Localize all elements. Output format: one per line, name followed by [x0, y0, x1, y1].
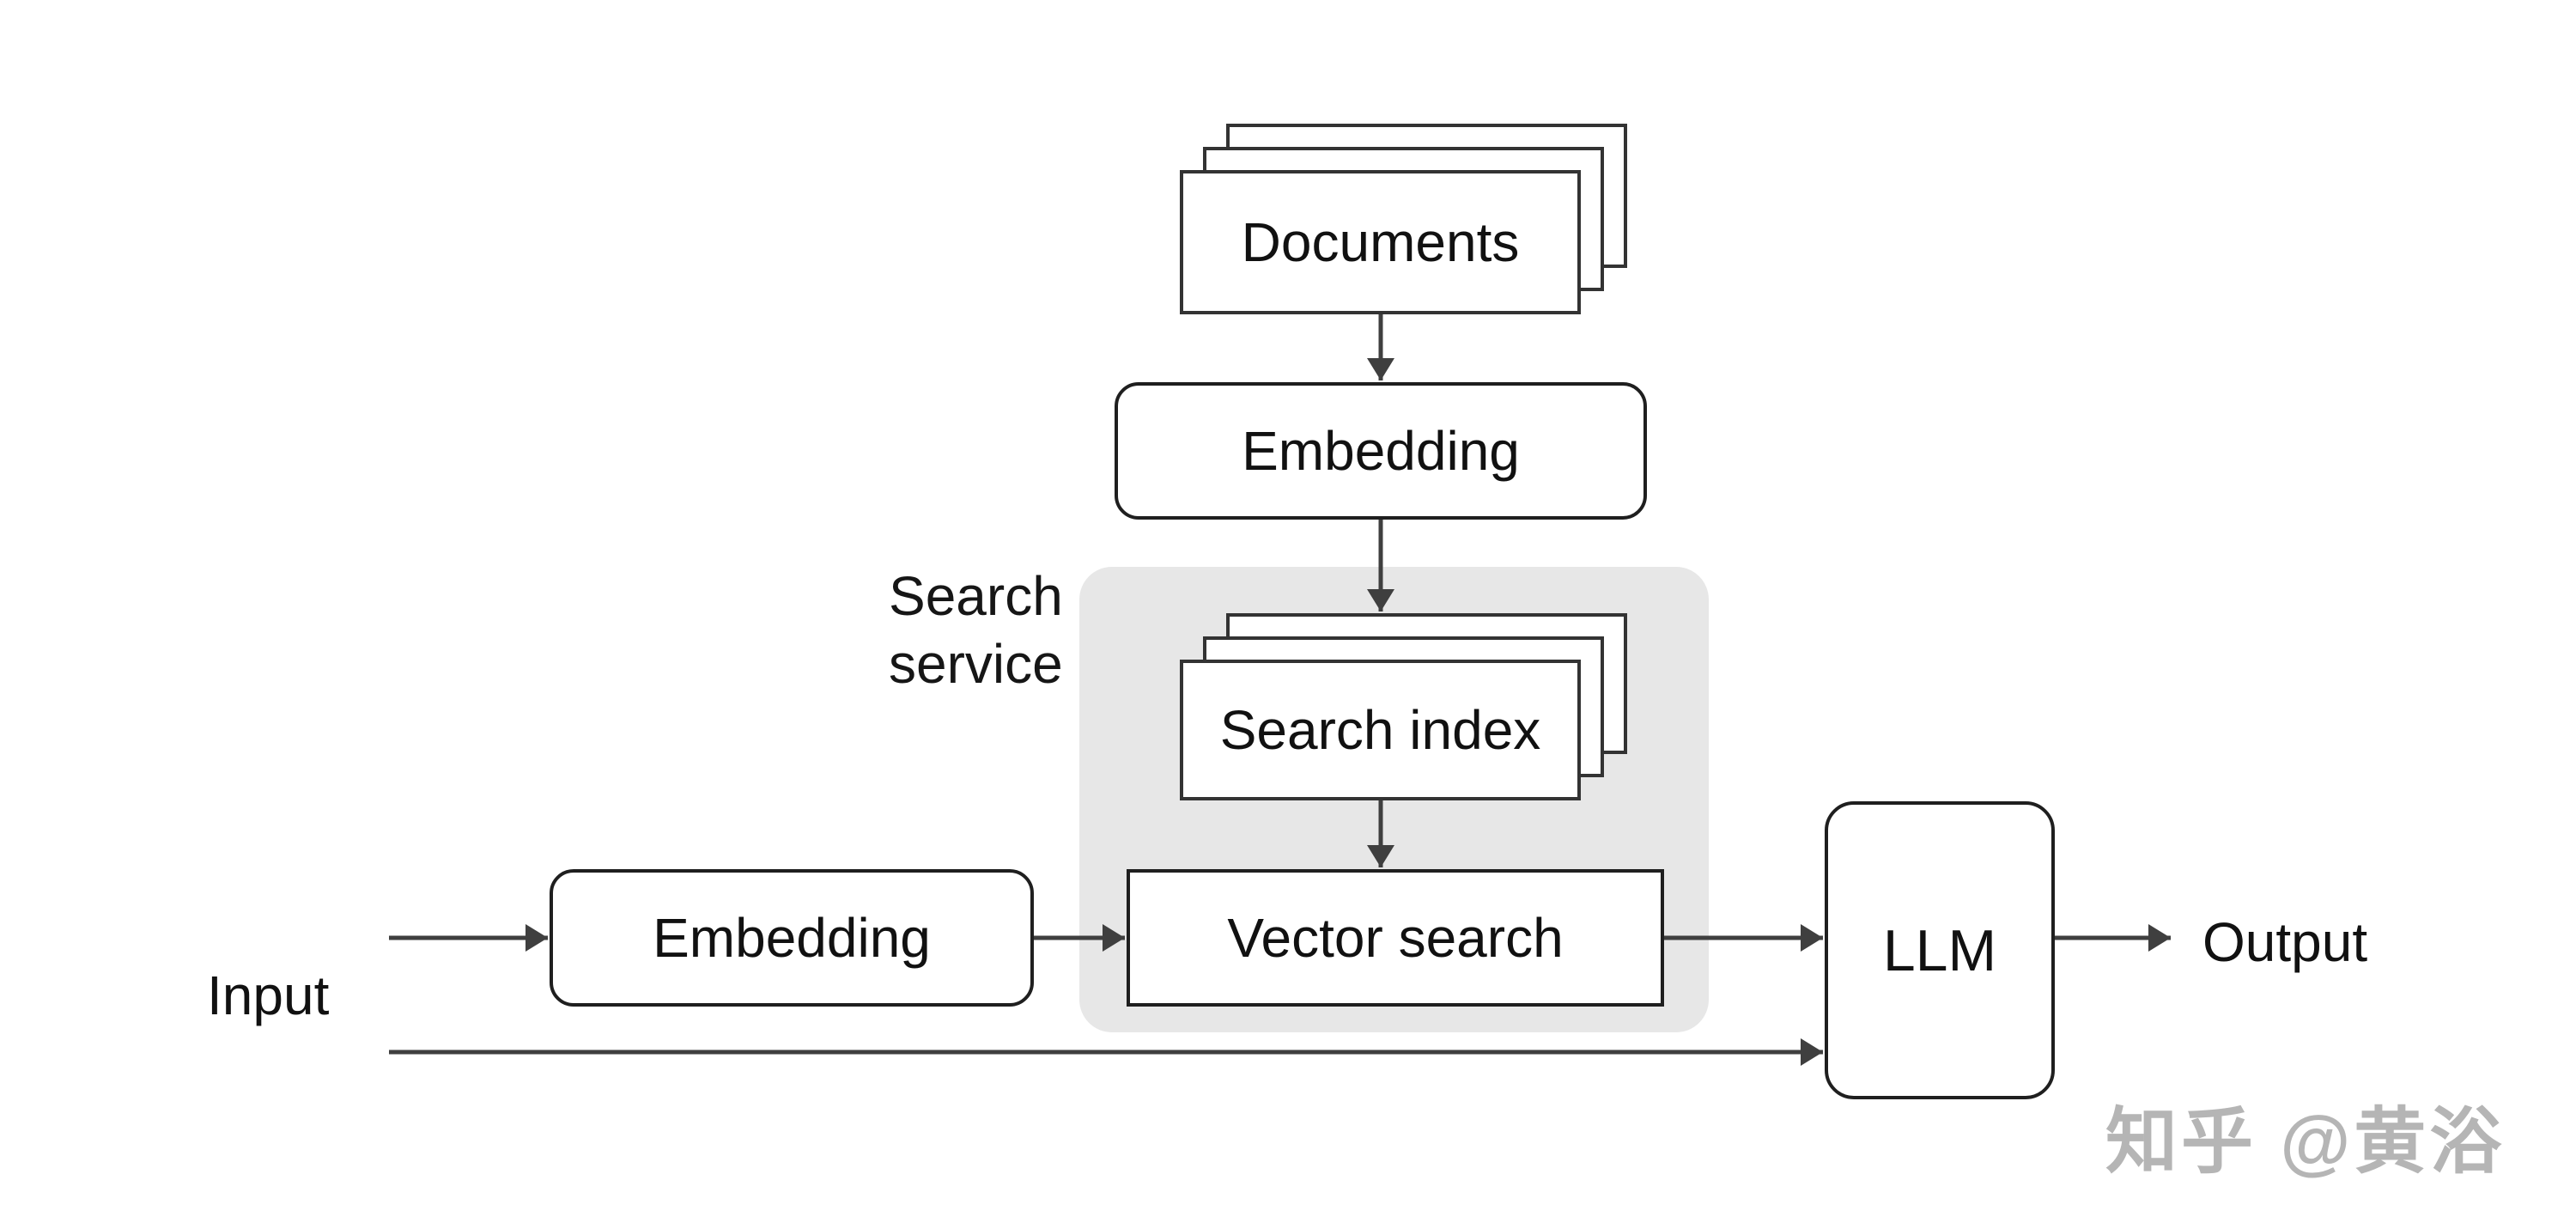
search-service-label-line2: service: [889, 633, 1063, 695]
watermark-zhihu: 知乎 @黄浴: [2105, 1101, 2506, 1182]
llm-label: LLM: [1882, 917, 1997, 983]
search-index-label: Search index: [1219, 699, 1541, 761]
search-index-node: Search index: [1180, 660, 1581, 800]
embedding-index-node: Embedding: [1115, 382, 1647, 520]
vector-search-label: Vector search: [1227, 907, 1564, 969]
llm-node: LLM: [1825, 801, 2055, 1099]
search-service-label: Search service: [889, 563, 1063, 698]
vector-search-node: Vector search: [1127, 869, 1664, 1007]
documents-node: Documents: [1180, 170, 1581, 314]
input-label: Input: [207, 964, 330, 1026]
embedding-index-label: Embedding: [1242, 420, 1520, 482]
search-service-label-line1: Search: [889, 565, 1063, 627]
output-label: Output: [2202, 911, 2368, 973]
embedding-query-node: Embedding: [550, 869, 1034, 1007]
embedding-query-label: Embedding: [653, 907, 931, 969]
documents-label: Documents: [1241, 211, 1520, 273]
